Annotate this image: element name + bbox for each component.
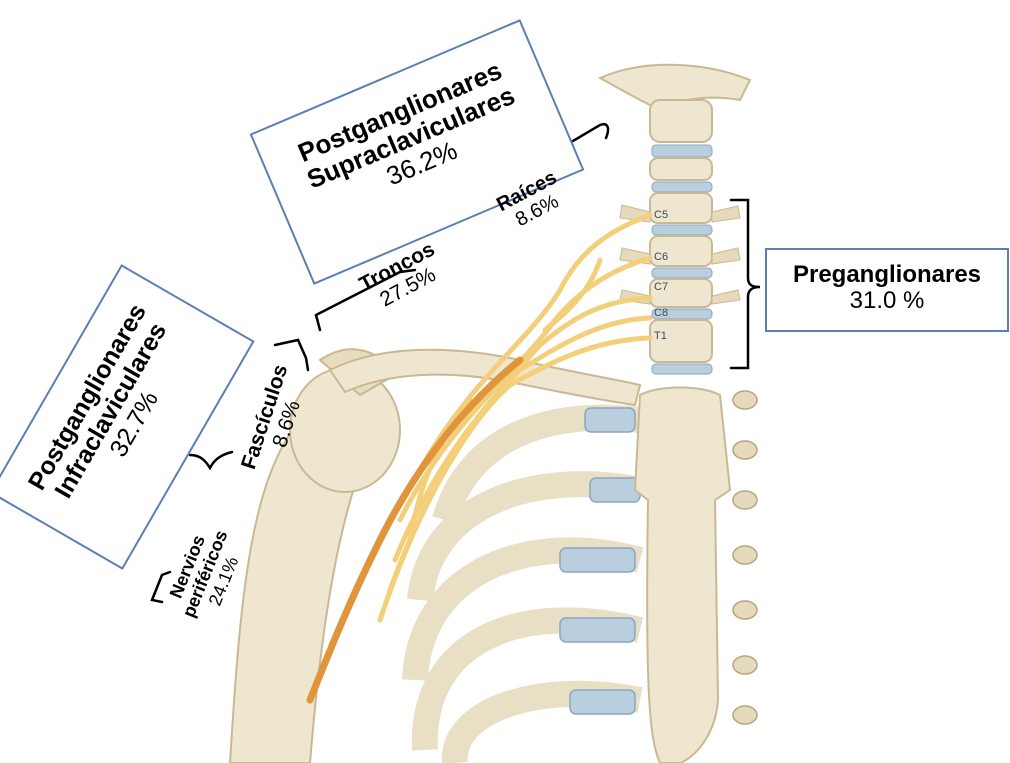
preganglionic-name: Preganglionares: [767, 262, 1007, 288]
right-rib-stubs: [733, 391, 757, 724]
preganglionic-pct: 31.0 %: [767, 288, 1007, 314]
cervical-spine: [600, 65, 750, 374]
preganglionic-box: Preganglionares 31.0 %: [765, 248, 1009, 332]
vertebra-label-c7: C7: [654, 281, 668, 293]
vertebra-label-c6: C6: [654, 251, 668, 263]
preganglionic-label: Preganglionares 31.0 %: [767, 262, 1007, 314]
preganglionic-bracket: [731, 200, 760, 368]
vertebra-label-c8: C8: [654, 307, 668, 319]
costal-cartilages: [560, 408, 640, 714]
vertebra-label-c5: C5: [654, 209, 668, 221]
sternum-shape: [635, 388, 730, 763]
infraclavicular-bracket: [190, 452, 232, 468]
vertebra-label-t1: T1: [654, 330, 667, 342]
